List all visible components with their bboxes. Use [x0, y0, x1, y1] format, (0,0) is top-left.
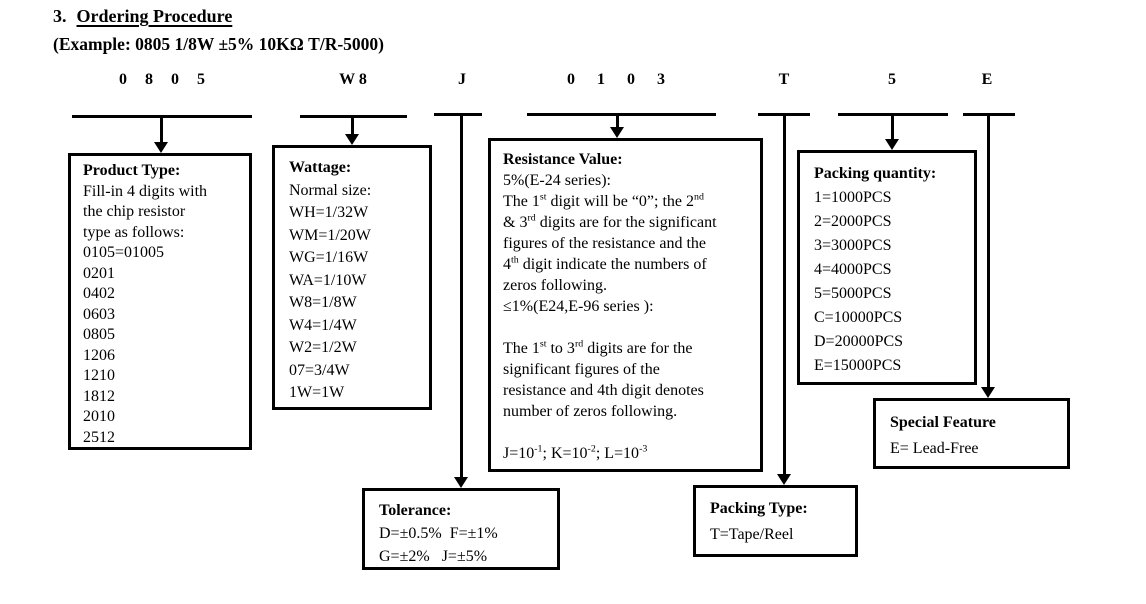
box-line: G=±2% J=±5%	[379, 548, 488, 565]
wattage-title: Wattage:	[289, 159, 352, 176]
box-line: figures of the resistance and the	[503, 235, 707, 252]
box-line: type as follows:	[83, 223, 185, 241]
connector-line-packing-qty	[891, 114, 894, 140]
box-line: 4th digit indicate the numbers of	[503, 254, 707, 273]
arrow-down-icon	[610, 127, 624, 138]
code-segment-packing-type: T	[778, 71, 790, 88]
page-title: 3. Ordering Procedure	[53, 6, 232, 27]
product-type-title: Product Type:	[83, 162, 181, 179]
connector-line-tolerance	[460, 114, 463, 477]
arrow-down-icon	[454, 477, 468, 488]
box-line: C=10000PCS	[814, 309, 903, 326]
tolerance-title: Tolerance:	[379, 502, 452, 519]
segment-underline-tolerance	[434, 113, 482, 116]
packing-quantity-title: Packing quantity:	[814, 165, 937, 182]
code-segment-product: 0 8 0 5	[119, 71, 205, 88]
special-feature-box: Special Feature E= Lead-Free	[873, 398, 1070, 469]
box-line: W4=1/4W	[289, 316, 357, 334]
code-segment-special: E	[981, 71, 993, 88]
box-line: number of zeros following.	[503, 403, 678, 420]
resistance-value-box: Resistance Value: 5%(E-24 series): The 1s…	[488, 138, 763, 472]
box-line: 2512	[83, 428, 115, 446]
box-line: T=Tape/Reel	[710, 526, 794, 543]
code-segment-tolerance: J	[458, 71, 466, 88]
arrow-down-icon	[154, 142, 168, 153]
box-line: 4=4000PCS	[814, 261, 892, 278]
arrow-down-icon	[345, 134, 359, 145]
box-line: W8=1/8W	[289, 294, 357, 311]
box-line: E=15000PCS	[814, 357, 902, 374]
box-line: The 1st to 3rd digits are for the	[503, 338, 693, 357]
box-line: 5=5000PCS	[814, 285, 892, 302]
box-line: 0603	[83, 305, 115, 323]
box-line: The 1st digit will be “0”; the 2nd	[503, 191, 704, 210]
special-feature-lines: E= Lead-Free	[890, 436, 1053, 462]
product-type-lines: Fill-in 4 digits with the chip resistor ty…	[83, 182, 237, 448]
box-line: ≤1%(E24,E-96 series ):	[503, 298, 654, 315]
box-line: 1206	[83, 346, 115, 364]
section-title: Ordering Procedure	[76, 6, 233, 26]
arrow-down-icon	[885, 139, 899, 150]
box-line: D=20000PCS	[814, 333, 904, 350]
box-line: Normal size:	[289, 181, 372, 199]
code-segment-resistance: 0 1 0 3	[567, 71, 665, 88]
box-line: WH=1/32W	[289, 204, 369, 221]
box-line	[503, 422, 748, 443]
segment-underline-resistance	[527, 113, 716, 116]
connector-line-resistance	[616, 114, 619, 128]
box-line: 0805	[83, 326, 115, 343]
packing-quantity-lines: 1=1000PCS 2=2000PCS 3=3000PCS 4=4000PCS 5=50…	[814, 186, 960, 378]
wattage-lines: Normal size: WH=1/32W WM=1/20W WG=1/16W WA=1…	[289, 180, 415, 405]
box-line: & 3rd digits are for the significant	[503, 212, 717, 231]
box-line: D=±0.5% F=±1%	[379, 525, 498, 542]
packing-quantity-box: Packing quantity: 1=1000PCS 2=2000PCS 3=30…	[797, 150, 977, 385]
box-line: 5%(E-24 series):	[503, 172, 611, 189]
packing-type-lines: T=Tape/Reel	[710, 522, 841, 548]
box-line	[503, 317, 748, 338]
box-line: WG=1/16W	[289, 249, 369, 266]
box-line: 1=1000PCS	[814, 189, 892, 206]
box-line: 1210	[83, 367, 115, 384]
resistance-value-title: Resistance Value:	[503, 151, 623, 168]
arrow-down-icon	[981, 387, 995, 398]
box-line: E= Lead-Free	[890, 440, 979, 457]
box-line: the chip resistor	[83, 203, 186, 220]
wattage-box: Wattage: Normal size: WH=1/32W WM=1/20W WG=…	[272, 145, 432, 410]
connector-line-wattage	[351, 116, 354, 135]
box-line: W2=1/2W	[289, 339, 357, 356]
box-line: resistance and 4th digit denotes	[503, 382, 704, 399]
box-line: J=10-1; K=10-2; L=10-3	[503, 443, 648, 462]
tolerance-box: Tolerance: D=±0.5% F=±1% G=±2% J=±5%	[362, 488, 560, 570]
example-line: (Example: 0805 1/8W ±5% 10KΩ T/R-5000)	[53, 34, 384, 54]
box-line: 07=3/4W	[289, 361, 350, 379]
packing-type-title: Packing Type:	[710, 500, 808, 517]
box-line: 3=3000PCS	[814, 237, 892, 254]
section-number: 3.	[53, 6, 67, 26]
connector-line-packing-type	[783, 114, 786, 474]
box-line: zeros following.	[503, 277, 607, 294]
connector-line-special	[987, 114, 990, 387]
box-line: WA=1/10W	[289, 271, 367, 289]
code-segment-wattage: W 8	[339, 71, 367, 88]
box-line: significant figures of the	[503, 361, 660, 378]
box-line: 1W=1W	[289, 384, 345, 401]
box-line: WM=1/20W	[289, 226, 371, 244]
box-line: 0105=01005	[83, 244, 165, 261]
connector-line-product	[160, 116, 163, 143]
box-line: 0201	[83, 264, 115, 282]
box-line: 2010	[83, 408, 115, 425]
arrow-down-icon	[777, 474, 791, 485]
product-type-box: Product Type: Fill-in 4 digits with the c…	[68, 153, 252, 450]
box-line: Fill-in 4 digits with	[83, 182, 208, 200]
box-line: 2=2000PCS	[814, 213, 892, 230]
box-line: 0402	[83, 285, 115, 302]
code-segment-packing-qty: 5	[888, 71, 896, 88]
packing-type-box: Packing Type: T=Tape/Reel	[693, 485, 858, 557]
resistance-value-lines: 5%(E-24 series): The 1st digit will be “0…	[503, 170, 748, 464]
tolerance-lines: D=±0.5% F=±1% G=±2% J=±5%	[379, 522, 543, 567]
box-line: 1812	[83, 387, 115, 405]
special-feature-title: Special Feature	[890, 414, 996, 431]
